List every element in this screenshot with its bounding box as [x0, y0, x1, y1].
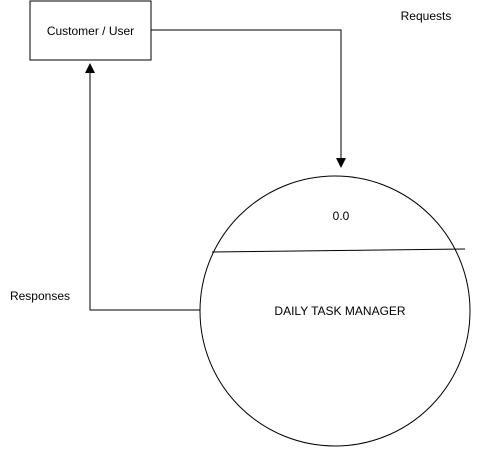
entity-box[interactable]	[29, 0, 152, 61]
responses-label: Responses	[10, 289, 70, 303]
process-daily-task-manager[interactable]: 0.0 DAILY TASK MANAGER	[199, 175, 471, 447]
external-entity-customer-user[interactable]: Customer / User	[29, 0, 152, 61]
process-divider	[211, 248, 466, 253]
process-number: 0.0	[333, 209, 350, 223]
flow-requests[interactable]: Requests	[151, 9, 452, 168]
process-name: DAILY TASK MANAGER	[274, 304, 405, 318]
entity-label: Customer / User	[47, 24, 134, 38]
requests-label: Requests	[401, 9, 452, 23]
requests-arrow[interactable]	[151, 29, 346, 168]
responses-arrow[interactable]	[85, 63, 200, 311]
process-circle[interactable]	[199, 175, 471, 447]
flow-responses[interactable]: Responses	[10, 63, 200, 311]
